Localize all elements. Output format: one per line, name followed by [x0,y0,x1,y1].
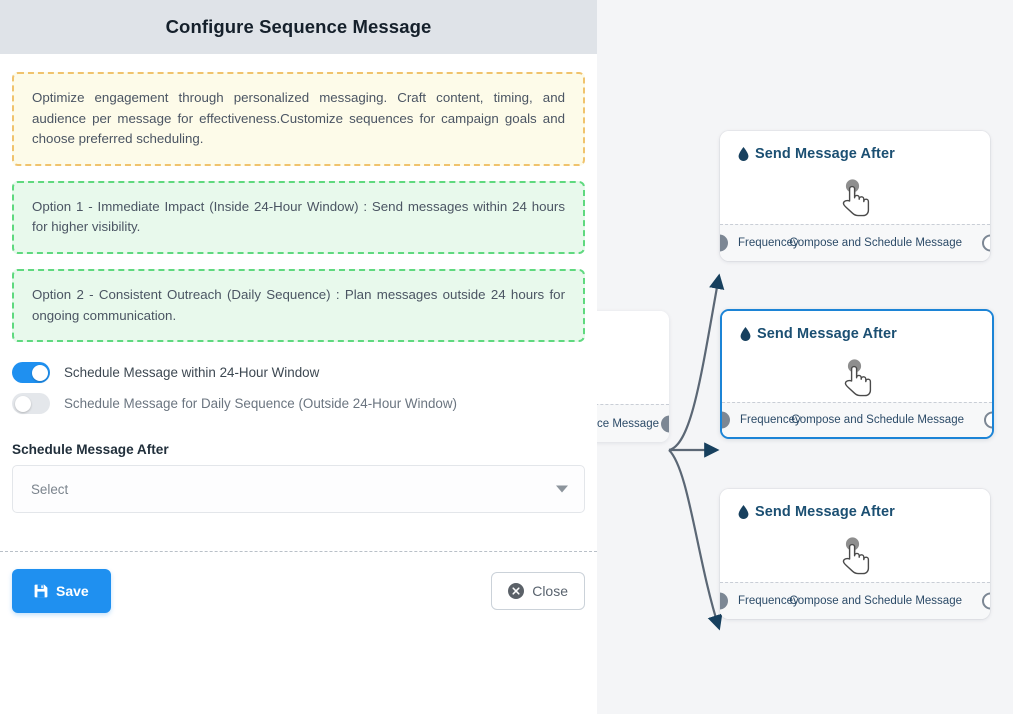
node-out-port-label: Compose and Schedule Message [789,237,962,249]
flow-edges [668,273,725,631]
option-1-callout: Option 1 - Immediate Impact (Inside 24-H… [12,180,585,255]
flow-node-send-message-after-3[interactable]: Send Message After Frequencey Compose an… [720,489,990,619]
node-body: Send Message After [720,131,990,224]
schedule-message-after-select[interactable]: Select [12,465,585,514]
node-in-port[interactable] [720,592,728,610]
node-body: Send Message After [720,489,990,582]
page-title: Configure Sequence Message [165,16,432,37]
footer-divider [0,551,597,552]
node-body [597,311,669,404]
chevron-down-icon[interactable] [556,485,568,493]
node-in-port-label: Frequencey [740,414,801,426]
droplet-icon [740,327,751,341]
toggle-schedule-daily-sequence[interactable] [12,393,50,415]
node-in-port[interactable] [722,411,730,429]
node-footer: Frequencey Compose and Schedule Message [722,402,992,437]
node-footer: ce Message [597,404,669,442]
toggle-knob [31,364,48,381]
save-button-label: Save [56,583,89,599]
node-body: Send Message After [722,311,992,402]
toggle-label-within-24-hour: Schedule Message within 24-Hour Window [64,365,320,381]
node-out-port[interactable] [982,592,990,610]
toggle-row-daily-sequence[interactable]: Schedule Message for Daily Sequence (Out… [12,393,585,415]
node-title-row: Send Message After [740,326,897,342]
toggle-schedule-within-24-hour[interactable] [12,362,50,384]
node-title-text: Send Message After [755,146,895,162]
pointing-hand-cursor-icon [842,537,870,575]
node-title-text: Send Message After [755,504,895,520]
node-title-row: Send Message After [738,504,895,520]
flow-node-send-message-after-2[interactable]: Send Message After Frequencey Compose an… [720,309,994,439]
edge-to-node-1 [668,273,725,452]
info-callout: Optimize engagement through personalized… [12,72,585,166]
panel-body: Optimize engagement through personalized… [0,54,597,514]
node-footer: Frequencey Compose and Schedule Message [720,224,990,261]
node-in-port-label: Frequencey [738,237,799,249]
node-out-port[interactable] [982,234,990,252]
toggle-row-within-24-hour[interactable]: Schedule Message within 24-Hour Window [12,362,585,384]
flow-node-upstream-partial[interactable]: ce Message [597,311,669,442]
flow-canvas[interactable]: ce Message Send Message After [597,0,1013,714]
node-out-port-label: ce Message [597,417,659,430]
schedule-message-after-value: Select [31,481,69,497]
toggle-knob [14,395,31,412]
node-in-port-label: Frequencey [738,595,799,607]
save-button[interactable]: Save [12,569,111,613]
node-out-port[interactable] [661,415,669,432]
flow-node-send-message-after-1[interactable]: Send Message After Frequencey Compose an… [720,131,990,261]
save-floppy-icon [34,584,48,598]
close-circle-icon [508,583,525,599]
panel-footer: Save Close [12,569,585,613]
close-button[interactable]: Close [491,572,585,610]
close-button-label: Close [532,583,568,599]
droplet-icon [738,505,749,519]
node-out-port-label: Compose and Schedule Message [791,414,964,426]
node-in-port[interactable] [720,234,728,252]
configure-sequence-panel: Configure Sequence Message Optimize enga… [0,0,597,714]
pointing-hand-cursor-icon [842,179,870,217]
node-title-text: Send Message After [757,326,897,342]
node-footer: Frequencey Compose and Schedule Message [720,582,990,619]
edge-to-node-3 [668,449,723,631]
droplet-icon [738,147,749,161]
node-out-port-label: Compose and Schedule Message [789,595,962,607]
panel-header: Configure Sequence Message [0,0,597,54]
schedule-message-after-label: Schedule Message After [12,442,169,458]
option-2-callout: Option 2 - Consistent Outreach (Daily Se… [12,269,585,343]
toggle-label-daily-sequence: Schedule Message for Daily Sequence (Out… [64,396,457,412]
pointing-hand-cursor-icon [844,359,872,397]
node-out-port[interactable] [984,411,992,429]
node-title-row: Send Message After [738,146,895,162]
